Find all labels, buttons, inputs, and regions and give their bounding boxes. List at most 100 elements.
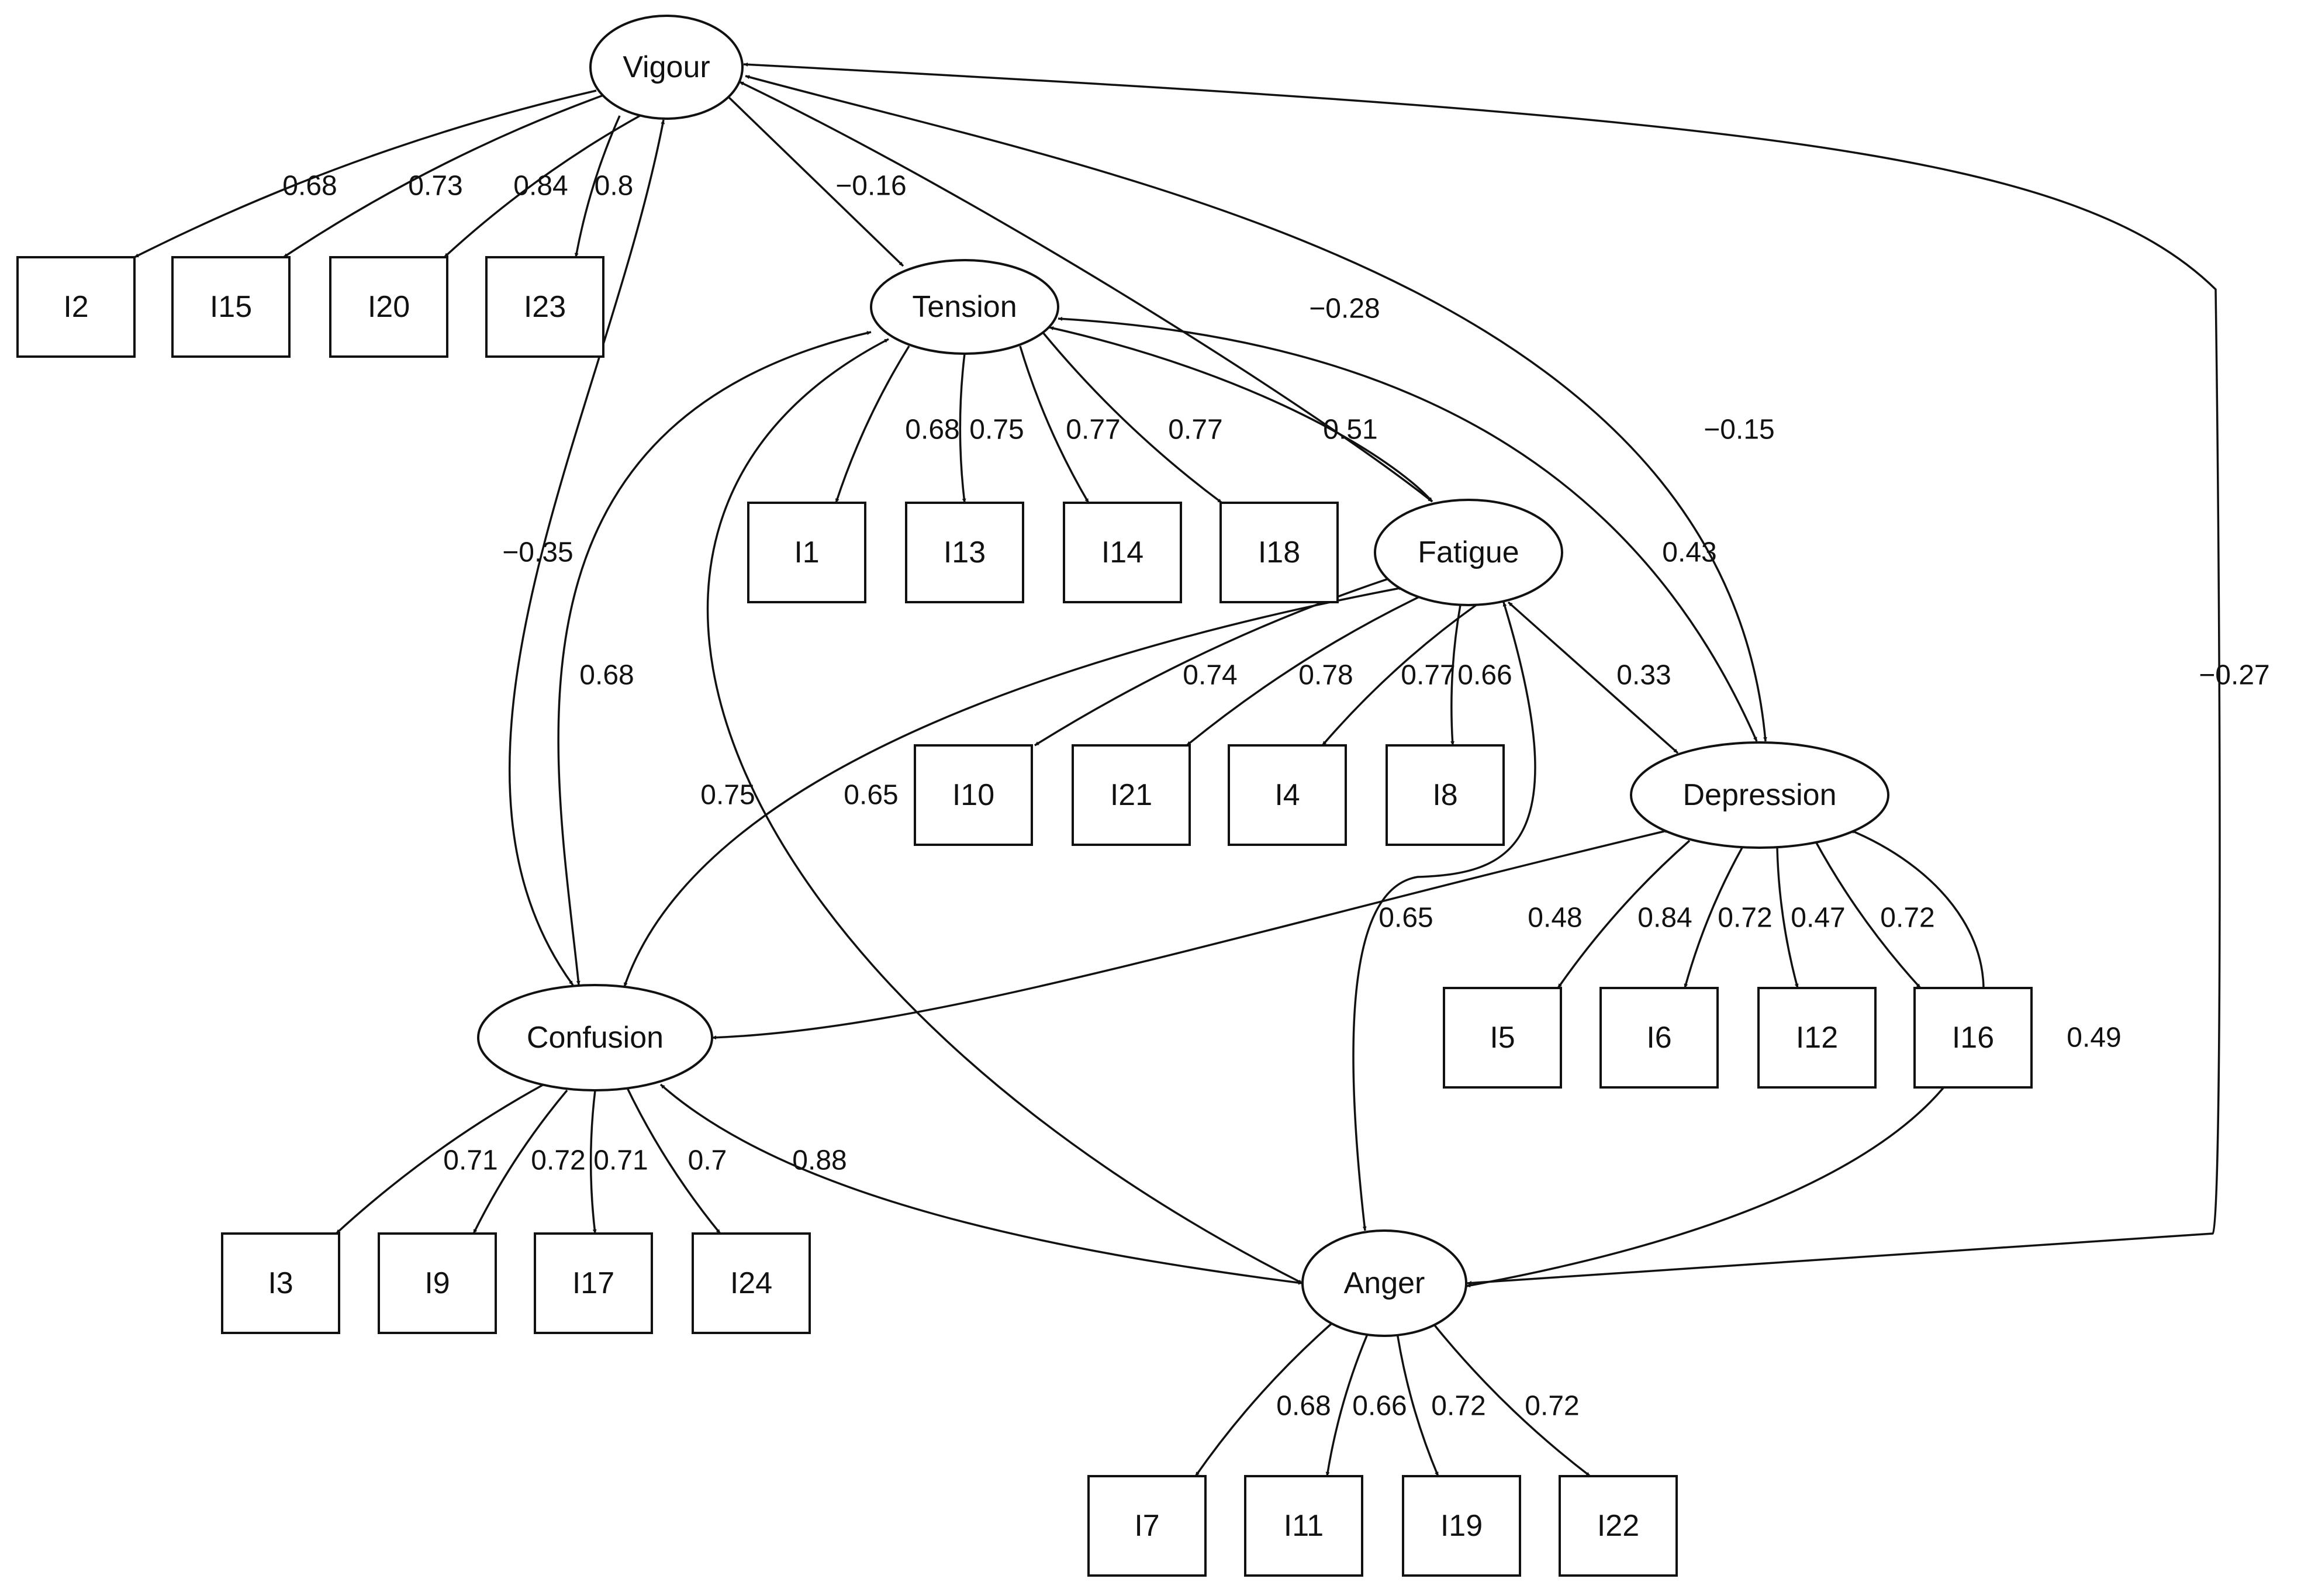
factor-confusion-label: Confusion [527,1021,664,1055]
loading-value-depression-i5: 0.84 [1637,903,1692,934]
loading-value-depression-i6: 0.72 [1718,903,1772,934]
item-i3: I3 [221,1232,340,1334]
item-i11-box [1244,1475,1363,1577]
factor-confusion: Confusion [477,984,713,1091]
item-i11-label: I11 [1284,1509,1324,1543]
loading-value-confusion-i3: 0.71 [443,1145,497,1176]
correlation-value-tension-confusion: 0.68 [579,660,634,691]
correlation-value-tension-anger: 0.75 [700,780,755,811]
loading-value-anger-i7: 0.68 [1276,1391,1331,1422]
item-i2-label: I2 [63,290,88,324]
loading-value-fatigue-i4: 0.77 [1401,660,1455,691]
item-i1: I1 [747,502,866,603]
item-i24-label: I24 [730,1266,772,1300]
correlation-arrow-confusion-anger [659,1083,1303,1285]
item-i16: I16 [1913,987,2033,1089]
item-i21: I21 [1072,744,1191,846]
loading-value-depression-i12: 0.47 [1791,903,1845,934]
item-i15: I15 [171,256,291,358]
correlation-arrow-tension-depression [1058,316,1758,742]
loading-arrow-anger-i22 [1431,1321,1591,1477]
loading-value-tension-i18: 0.77 [1168,414,1222,445]
factor-anger-label: Anger [1344,1266,1425,1300]
item-i12-box [1757,987,1877,1089]
factor-depression: Depression [1630,741,1889,849]
item-i12: I12 [1757,987,1877,1089]
loading-arrow-vigour-i2 [134,89,597,258]
item-i9-box [378,1232,497,1334]
item-i22-label: I22 [1597,1509,1639,1543]
loading-value-vigour-i2: 0.68 [282,171,337,202]
item-i2: I2 [16,256,136,358]
loading-value-anger-i22: 0.72 [1525,1391,1579,1422]
factor-vigour: Vigour [589,15,744,120]
item-i17-box [534,1232,653,1334]
item-i6-label: I6 [1646,1021,1671,1055]
item-i23: I23 [485,256,604,358]
factor-tension-label: Tension [912,290,1017,324]
item-i3-label: I3 [268,1266,293,1300]
correlation-arrow-vigour-confusion [509,119,665,986]
item-i9-label: I9 [424,1266,450,1300]
loading-value-tension-i1: 0.68 [905,414,959,445]
item-i8-box [1386,744,1505,846]
loading-arrow-anger-i11 [1325,1332,1369,1477]
loading-arrow-tension-i1 [835,346,910,503]
correlation-value-fatigue-anger: 0.65 [1378,903,1433,934]
item-i13-label: I13 [944,536,986,569]
item-i20: I20 [329,256,448,358]
item-i7-box [1087,1475,1207,1577]
loading-value-anger-i11: 0.66 [1352,1391,1407,1422]
correlation-arrow-vigour-anger [743,62,2221,1286]
loading-arrow-anger-i7 [1194,1321,1334,1477]
item-i12-label: I12 [1796,1021,1838,1055]
loading-value-tension-i13: 0.75 [969,414,1024,445]
factor-anger-ellipse [1301,1229,1467,1337]
item-i7: I7 [1087,1475,1207,1577]
item-i5-label: I5 [1490,1021,1515,1055]
item-i22: I22 [1559,1475,1678,1577]
loading-value-vigour-i23: 0.8 [595,171,634,202]
correlation-value-vigour-anger: −0.27 [2199,660,2269,691]
item-i4-box [1228,744,1347,846]
item-i16-label: I16 [1952,1021,1994,1055]
correlation-value-vigour-depression: −0.15 [1704,414,1774,445]
item-i10-label: I10 [952,778,994,812]
item-i23-box [485,256,604,358]
factor-fatigue-label: Fatigue [1418,536,1519,569]
loading-arrow-anger-i19 [1396,1332,1439,1477]
loading-value-confusion-i24: 0.7 [688,1145,727,1176]
item-i1-box [747,502,866,603]
correlation-value-vigour-confusion: −0.35 [502,537,573,568]
item-i17-label: I17 [572,1266,614,1300]
factor-vigour-label: Vigour [623,50,710,84]
factor-vigour-ellipse [589,15,744,120]
item-i20-label: I20 [368,290,410,324]
item-i23-label: I23 [524,290,566,324]
item-i15-box [171,256,291,358]
item-i3-box [221,1232,340,1334]
item-i5: I5 [1443,987,1562,1089]
loading-value-fatigue-i21: 0.78 [1298,660,1353,691]
loading-value-confusion-i17: 0.71 [593,1145,648,1176]
item-i9: I9 [378,1232,497,1334]
item-i10-box [914,744,1033,846]
loading-arrow-confusion-i9 [472,1089,568,1234]
correlation-value-fatigue-depression: 0.33 [1616,660,1671,691]
item-i14-box [1063,502,1182,603]
item-i7-label: I7 [1134,1509,1159,1543]
correlation-value-vigour-fatigue: −0.28 [1309,293,1380,324]
item-i20-box [329,256,448,358]
item-i19-box [1402,1475,1521,1577]
item-i19-label: I19 [1440,1509,1483,1543]
correlation-arrow-fatigue-depression [1507,601,1679,754]
item-i11: I11 [1244,1475,1363,1577]
item-i13-box [905,502,1024,603]
loading-value-vigour-i15: 0.73 [408,171,462,202]
item-i2-box [16,256,136,358]
loading-arrow-tension-i13 [959,353,966,503]
item-i14: I14 [1063,502,1182,603]
factor-tension: Tension [870,259,1059,355]
correlation-arrow-fatigue-confusion [623,586,1404,987]
loading-value-vigour-i20: 0.84 [513,171,568,202]
